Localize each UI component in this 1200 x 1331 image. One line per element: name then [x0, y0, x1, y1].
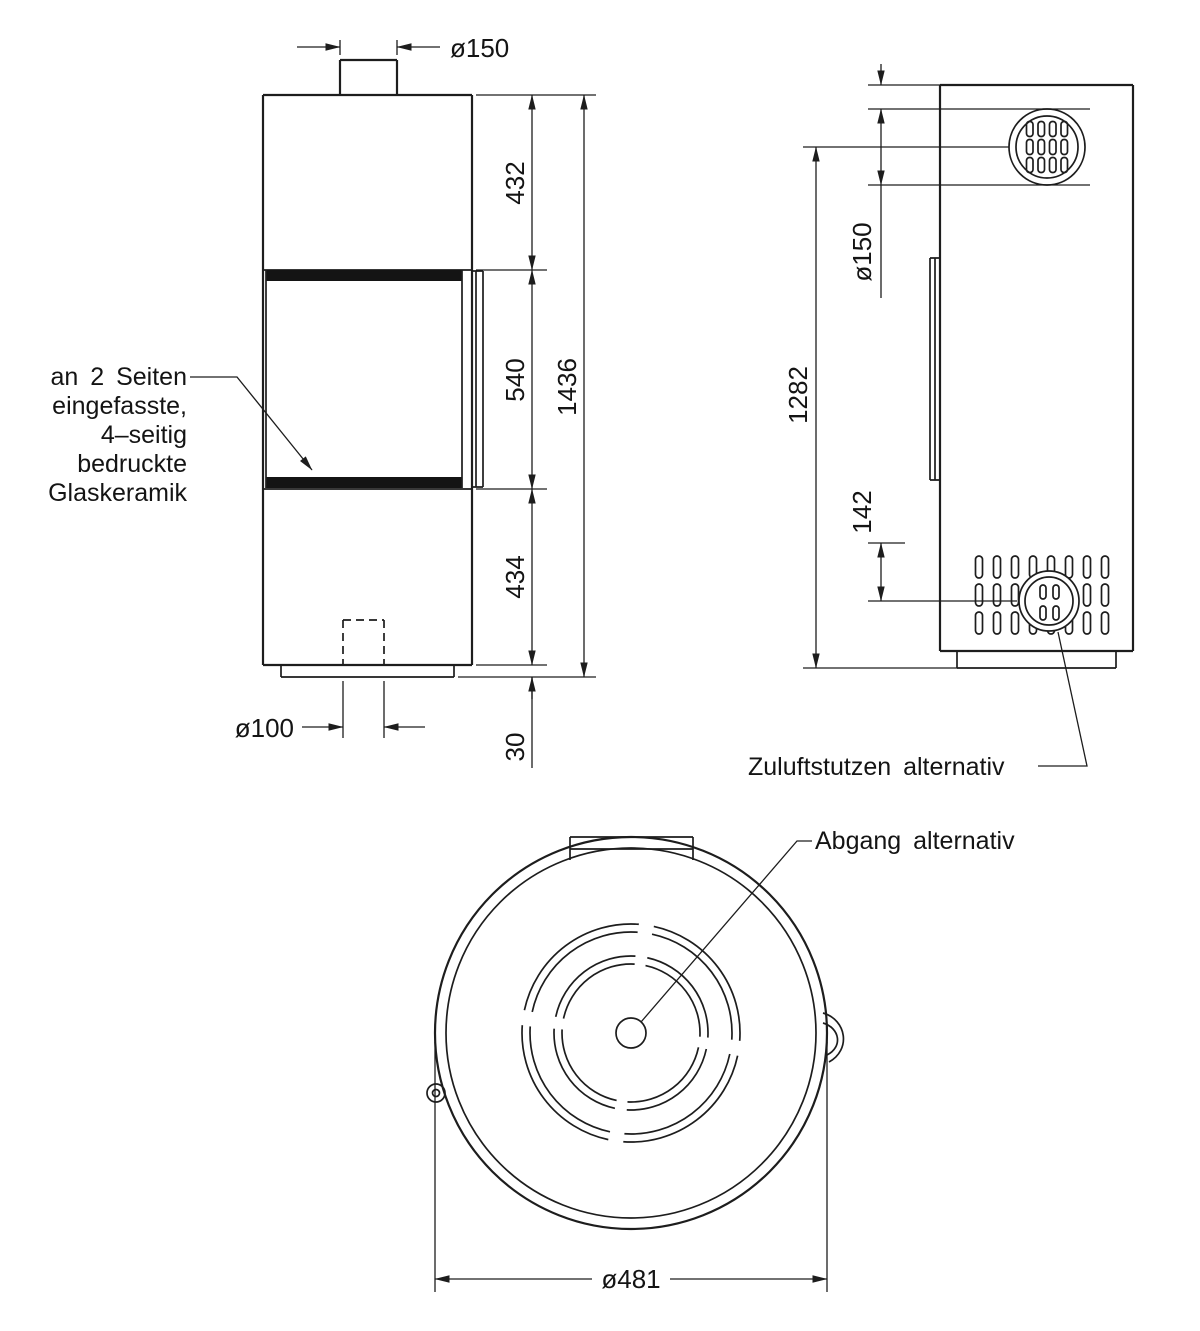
dim-bottom-outlet: ø100: [235, 681, 425, 743]
air-inlet-leader: [1038, 631, 1088, 767]
top-outer-circle: [433, 835, 829, 1231]
front-extension-lines: [458, 94, 596, 678]
inner-segmented-rings: [521, 923, 741, 1143]
door-hinge: [426, 1083, 446, 1103]
glass-annotation-line-2: eingefasste,: [52, 392, 187, 420]
dim-total-height-text: 1436: [552, 358, 582, 416]
side-dimensions: ø150 1282 142: [783, 64, 1090, 669]
dim-glass-section-text: 540: [500, 358, 530, 401]
glass-wrap-right-edge: [472, 270, 484, 488]
dim-air-inlet-offset-text: 142: [847, 490, 877, 533]
outlet-annotation: Abgang alternativ: [640, 827, 1015, 1023]
dim-bottom-outlet-text: ø100: [235, 713, 294, 743]
outlet-label: Abgang alternativ: [815, 827, 1015, 855]
glass-annotation-line-5: Glaskeramik: [48, 479, 187, 507]
dim-flue-top: ø150: [297, 33, 509, 63]
air-inlet-annotation: Zuluftstutzen alternativ: [748, 631, 1088, 781]
front-body-outline: [261, 93, 474, 667]
side-base-plinth: [956, 651, 1117, 669]
dim-outer-diameter-text: ø481: [601, 1264, 660, 1294]
dim-upper-section-text: 432: [500, 161, 530, 204]
dim-outer-diameter: ø481: [434, 1042, 828, 1294]
glass-window: [265, 270, 484, 488]
top-flue-stub: [338, 58, 399, 95]
front-dimension-chain: 432 540 434 30 1436: [458, 94, 596, 768]
side-door-edge: [929, 257, 940, 481]
dim-flue-center-height-text: 1282: [783, 366, 813, 424]
glass-annotation-line-1: an 2 Seiten: [51, 363, 188, 391]
center-outlet-circle: [615, 1017, 647, 1049]
dim-lower-section-text: 434: [500, 555, 530, 598]
outlet-leader: [640, 840, 812, 1023]
dim-flue-top-text: ø150: [450, 33, 509, 63]
side-view: ø150 1282 142 Zuluftstutzen alternativ: [748, 64, 1135, 781]
glass-annotation-line-4: bedruckte: [77, 450, 187, 478]
glass-frame-bottom: [266, 477, 462, 488]
top-flue-outlet: [1008, 108, 1086, 186]
top-view: ø481 Abgang alternativ: [426, 827, 1015, 1294]
front-view: ø150 ø100 432 540 434 30 1436 an: [48, 33, 596, 768]
side-body-outline: [938, 83, 1135, 653]
dim-base-height-text: 30: [500, 733, 530, 762]
glass-annotation-line-3: 4–seitig: [101, 421, 187, 449]
front-section-dividers: [263, 269, 472, 490]
top-inner-shell-circle: [445, 847, 817, 1219]
door-handle: [822, 1012, 845, 1063]
glass-window-sides: [265, 270, 463, 488]
dim-side-flue-text: ø150: [847, 222, 877, 281]
glass-annotation-leader: [190, 376, 313, 471]
bottom-outlet-stub: [342, 619, 385, 665]
top-flue-adapter: [569, 836, 694, 860]
front-base-plinth: [280, 665, 455, 678]
flue-vent-slots: [1025, 120, 1069, 174]
glass-frame-top: [266, 270, 462, 281]
glass-annotation: an 2 Seiten eingefasste, 4–seitig bedruc…: [48, 363, 313, 507]
air-inlet-label: Zuluftstutzen alternativ: [748, 753, 1005, 781]
side-extension-lines: [803, 84, 1090, 669]
air-inlet-stub: [1018, 570, 1080, 632]
